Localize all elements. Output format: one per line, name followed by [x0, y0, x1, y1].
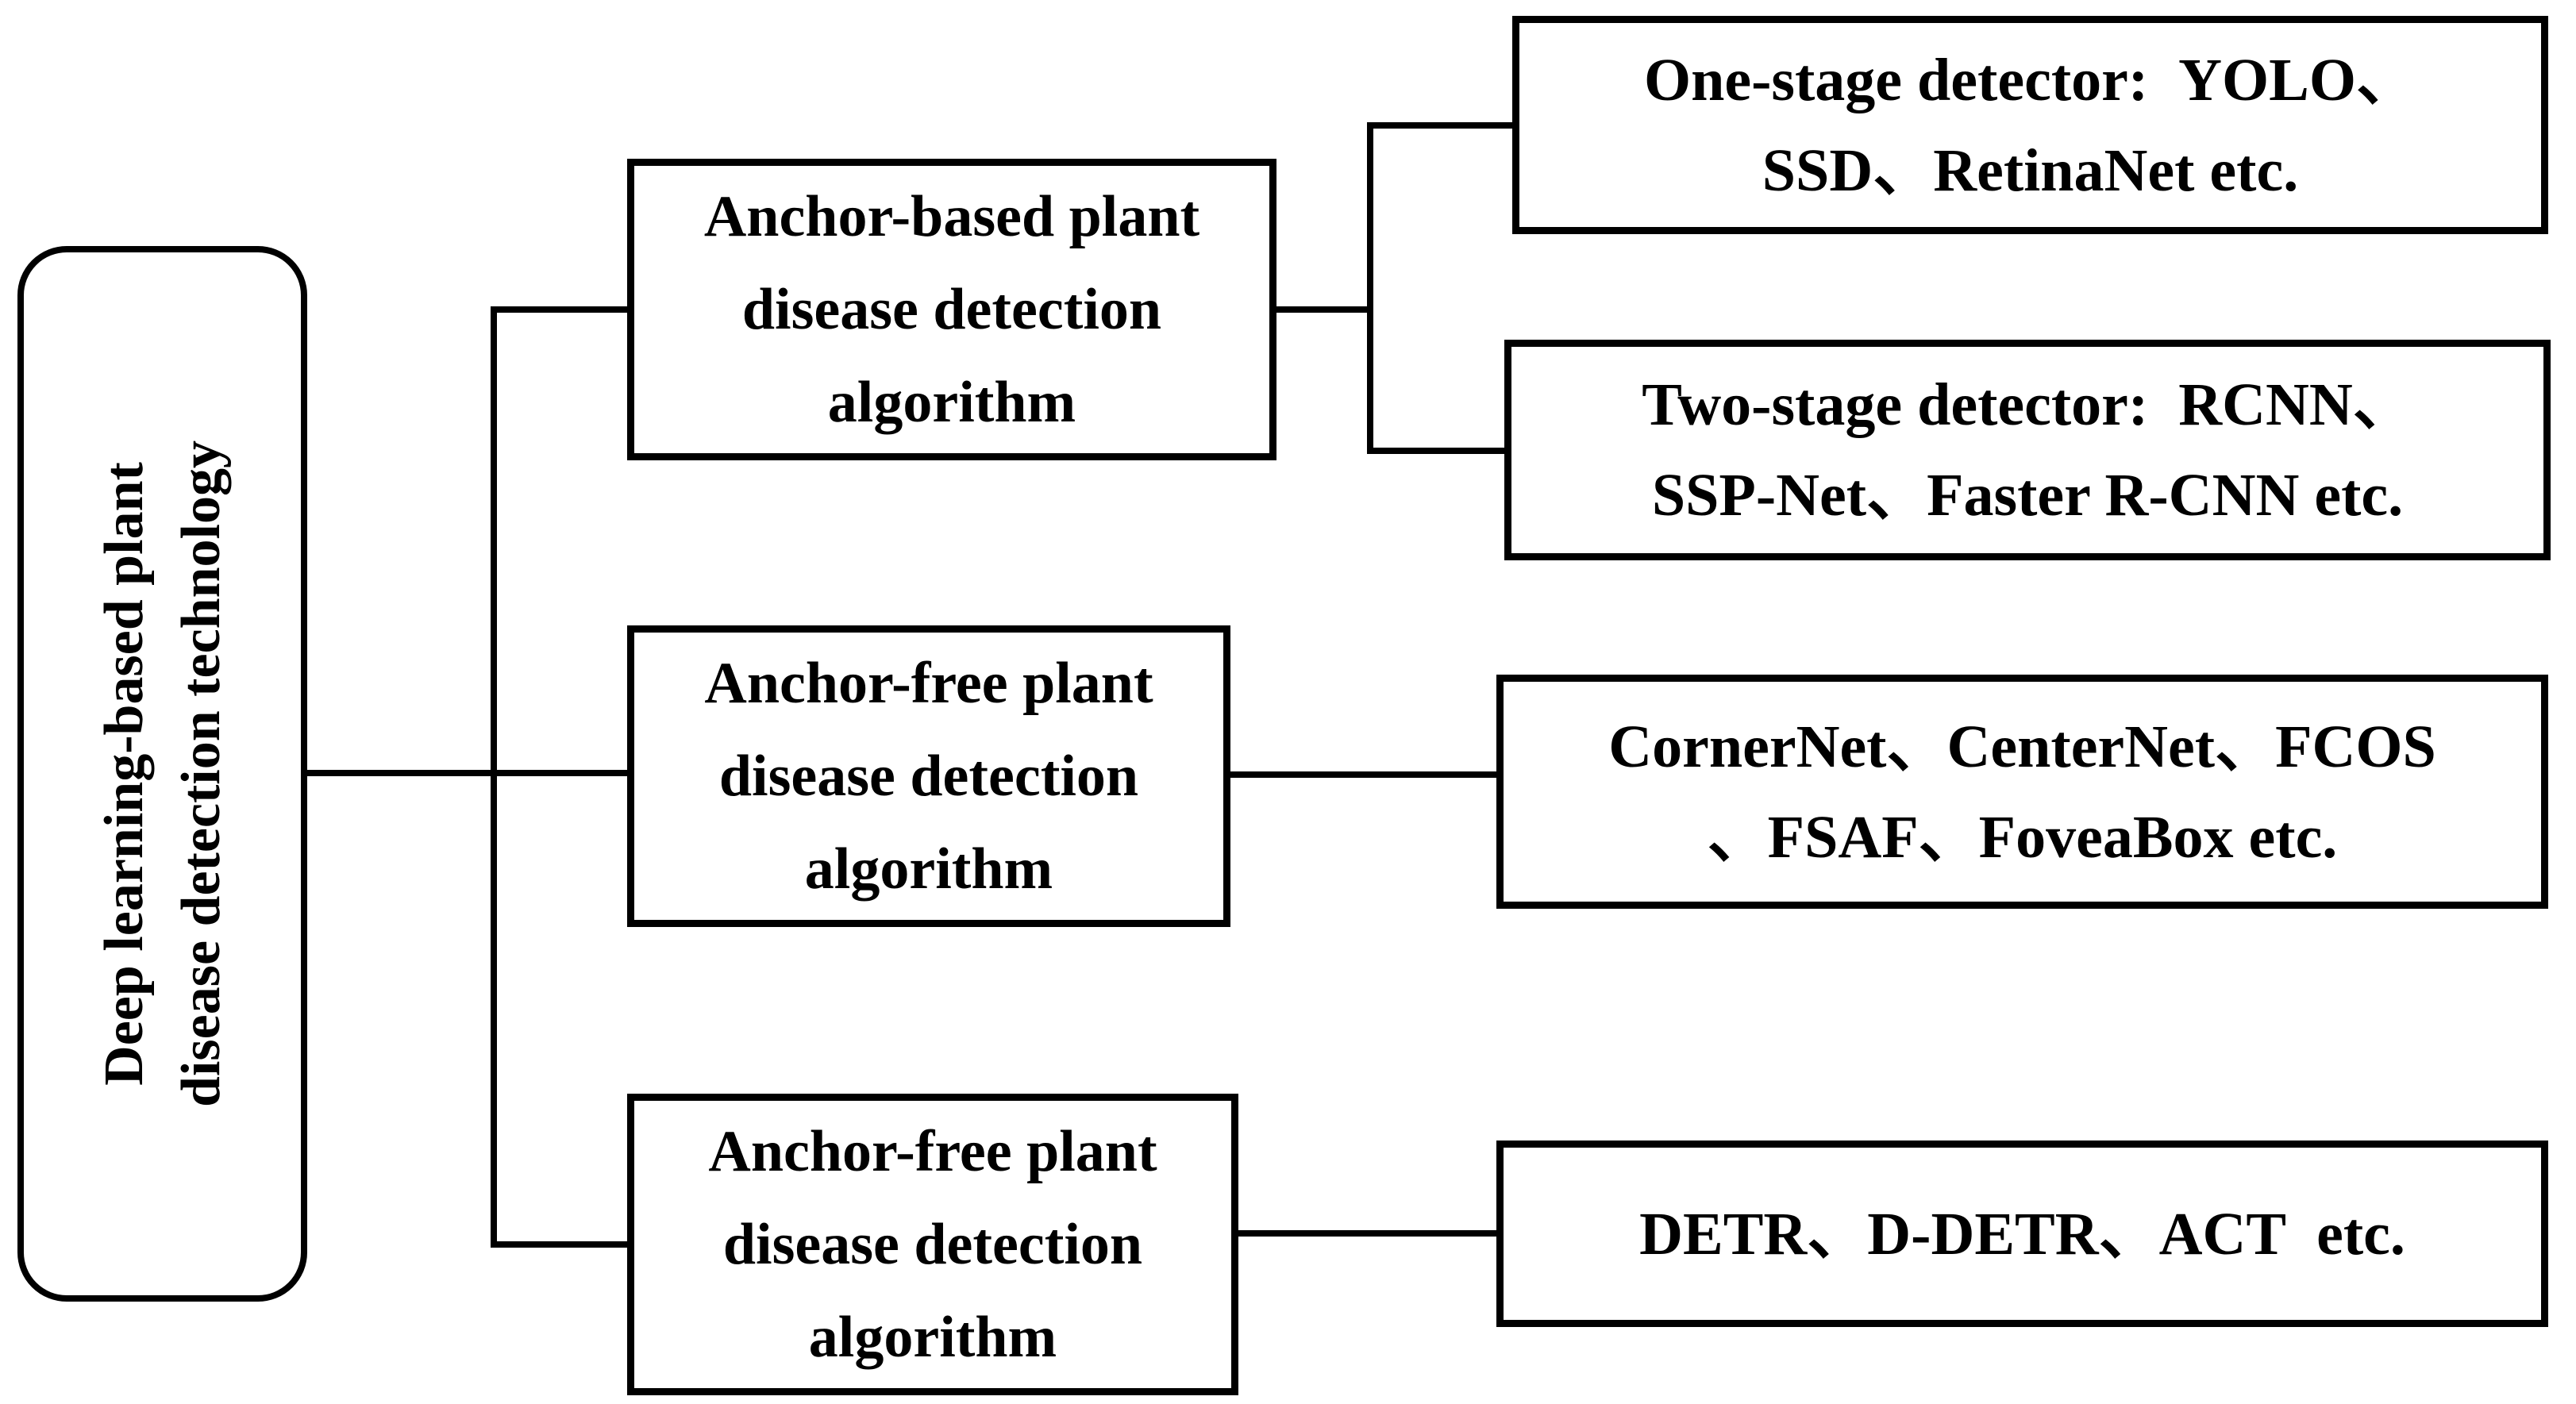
- anchor-based-line-1: Anchor-based plant: [703, 183, 1200, 249]
- branch-vertical-line: [1367, 122, 1373, 454]
- anchor-based-node: Anchor-based plant disease detection alg…: [627, 159, 1276, 460]
- transformer-models-node: DETR、D-DETR、ACT etc.: [1496, 1141, 2548, 1327]
- connector-anchor-free-1-to-models: [1229, 771, 1499, 778]
- two-stage-line-2: SSP-Net、Faster R-CNN etc.: [1651, 462, 2404, 529]
- root-node-line-2: disease detection technology: [170, 440, 232, 1107]
- connector-trunk-to-anchor-free-2: [491, 1241, 627, 1248]
- connector-anchor-based-to-branch: [1276, 306, 1373, 313]
- one-stage-node: One-stage detector: YOLO、 SSD、RetinaNet …: [1512, 16, 2548, 234]
- anchor-free-node-2: Anchor-free plant disease detection algo…: [627, 1094, 1238, 1395]
- one-stage-line-1: One-stage detector: YOLO、: [1644, 46, 2416, 113]
- anchor-free-1-line-2: disease detection: [718, 743, 1139, 809]
- anchor-based-line-2: disease detection: [741, 276, 1162, 342]
- anchor-free-1-line-3: algorithm: [804, 836, 1053, 902]
- anchor-based-line-3: algorithm: [827, 369, 1076, 435]
- two-stage-line-1: Two-stage detector: RCNN、: [1642, 371, 2413, 438]
- anchor-free-2-line-3: algorithm: [808, 1304, 1057, 1370]
- anchor-free-2-line-2: disease detection: [722, 1211, 1143, 1277]
- anchor-free-2-line-1: Anchor-free plant: [708, 1118, 1157, 1184]
- connector-root-to-anchor-free-1: [306, 770, 627, 776]
- anchor-free-node-1: Anchor-free plant disease detection algo…: [627, 625, 1230, 927]
- connector-trunk-to-anchor-based: [491, 306, 627, 313]
- connector-anchor-free-2-to-models: [1235, 1230, 1499, 1237]
- trunk-vertical-line: [491, 306, 497, 1248]
- anchor-free-1-line-1: Anchor-free plant: [704, 650, 1153, 716]
- root-node-line-1: Deep learning-based plant: [93, 462, 155, 1086]
- root-node: Deep learning-based plant disease detect…: [17, 246, 307, 1302]
- connector-branch-to-two-stage: [1367, 448, 1504, 454]
- root-node-label: Deep learning-based plant disease detect…: [83, 262, 242, 1286]
- anchor-free-models-line-2: 、FSAF、FoveaBox etc.: [1707, 803, 2338, 871]
- two-stage-node: Two-stage detector: RCNN、 SSP-Net、Faster…: [1504, 340, 2551, 560]
- anchor-free-models-line-1: CornerNet、CenterNet、FCOS: [1608, 713, 2436, 780]
- connector-branch-to-one-stage: [1367, 122, 1512, 129]
- anchor-free-models-node: CornerNet、CenterNet、FCOS 、FSAF、FoveaBox …: [1496, 675, 2548, 909]
- transformer-models-line-1: DETR、D-DETR、ACT etc.: [1639, 1200, 2405, 1267]
- one-stage-line-2: SSD、RetinaNet etc.: [1762, 137, 2299, 204]
